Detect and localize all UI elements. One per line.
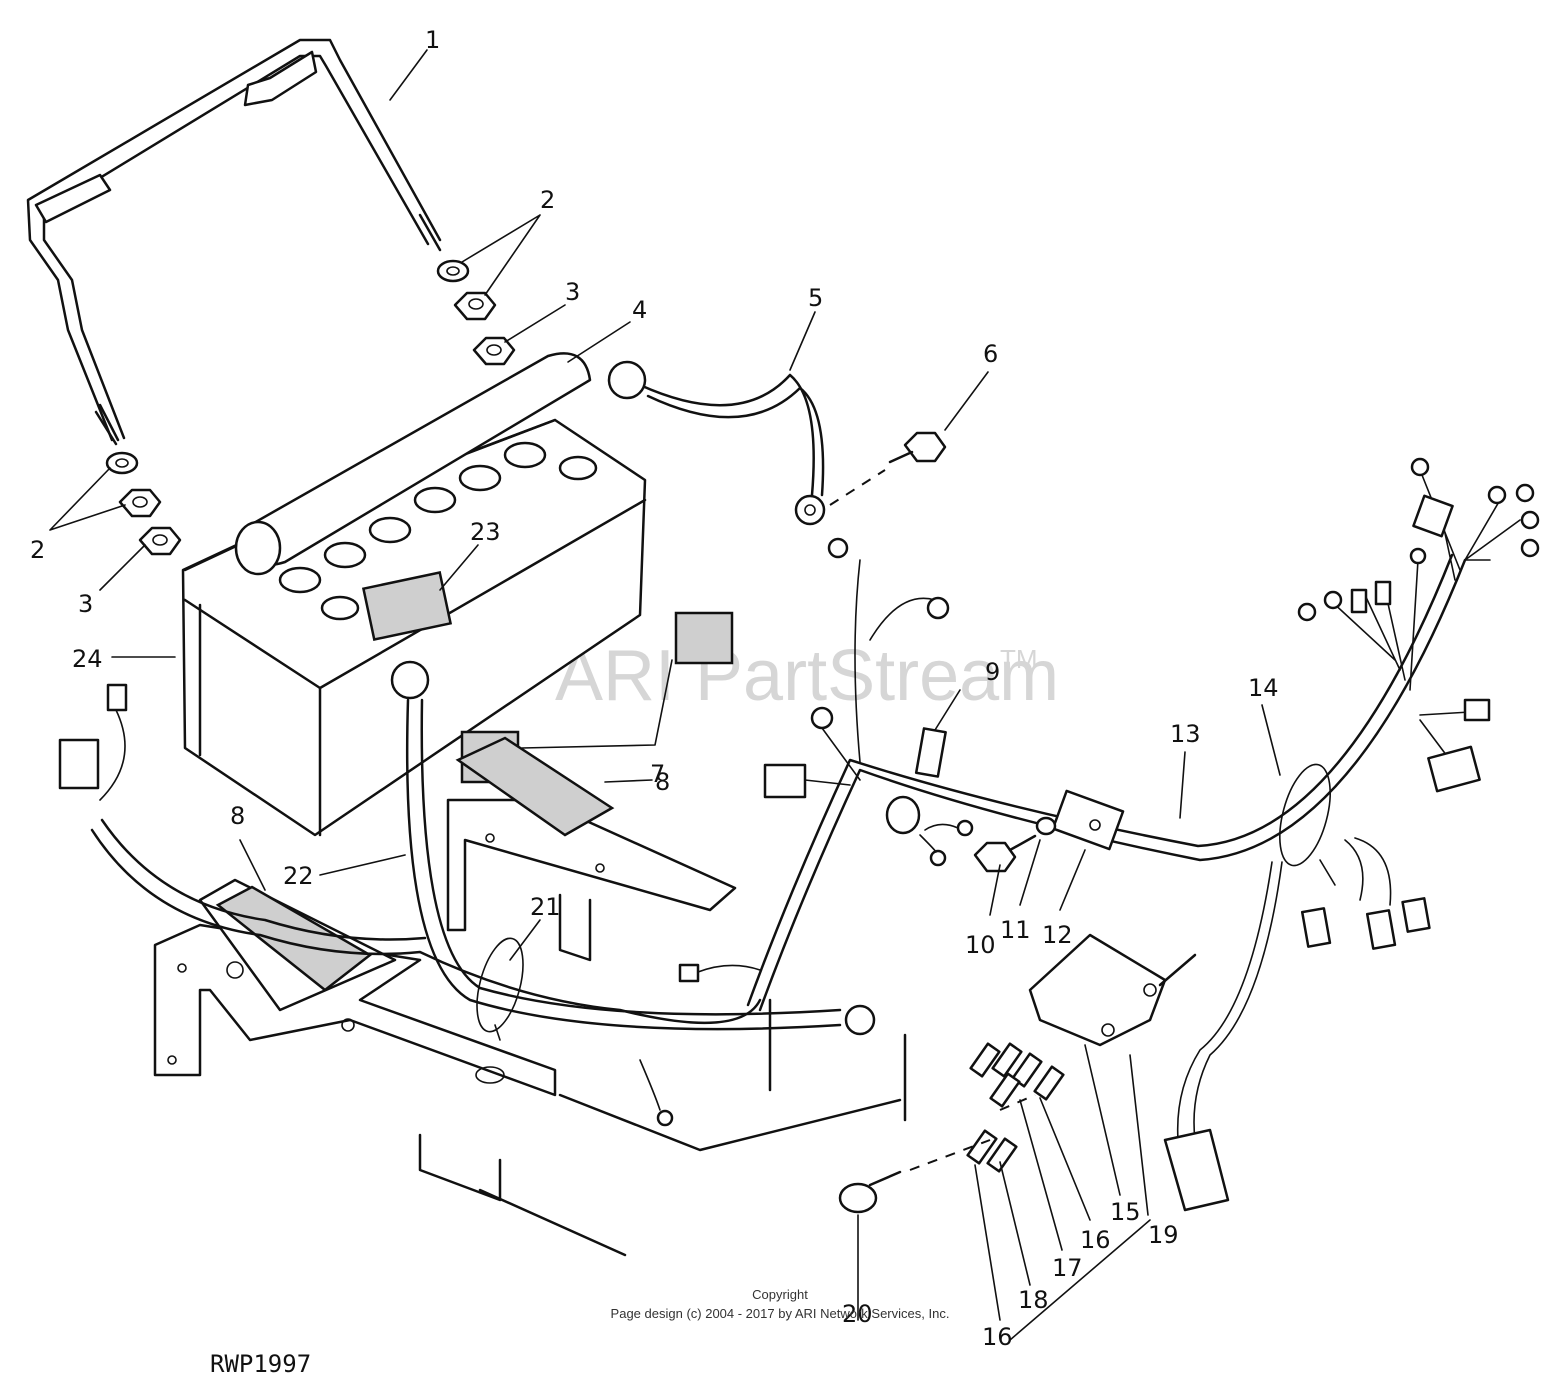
copyright-notice: Page design (c) 2004 - 2017 by ARI Netwo… <box>611 1306 950 1321</box>
callout-14: 14 <box>1248 674 1279 702</box>
callout-9: 9 <box>985 658 1000 686</box>
callout-3: 3 <box>565 278 580 306</box>
callout-12: 12 <box>1042 921 1073 949</box>
callout-19: 19 <box>1148 1221 1179 1249</box>
callout-1: 1 <box>425 26 440 54</box>
harness-left-connector <box>58 683 762 1025</box>
battery-cell-caps <box>278 441 598 621</box>
watermark-trademark: TM <box>1000 644 1038 674</box>
callout-18: 18 <box>1018 1286 1049 1314</box>
callout-4: 4 <box>632 296 647 324</box>
bolt-10 <box>973 816 1057 873</box>
battery-support-frame <box>153 736 907 1257</box>
callout-8-right: 8 <box>655 768 670 796</box>
callout-15: 15 <box>1110 1198 1141 1226</box>
bolt-6 <box>888 431 947 464</box>
callout-5: 5 <box>808 284 823 312</box>
callout-20: 20 <box>842 1300 873 1328</box>
callout-24: 24 <box>72 645 103 673</box>
battery-cable <box>607 360 826 526</box>
copyright-title: Copyright <box>752 1287 808 1302</box>
pad-7a <box>674 611 734 665</box>
fuse-block <box>1028 933 1197 1047</box>
callout-7: 7 <box>650 760 665 788</box>
callout-23: 23 <box>470 518 501 546</box>
callout-10: 10 <box>965 931 996 959</box>
drawing-code: RWP1997 <box>210 1350 311 1378</box>
callout-22: 22 <box>283 862 314 890</box>
main-wiring-harness <box>746 457 1540 1212</box>
callout-2: 2 <box>540 186 555 214</box>
callout-11: 11 <box>1000 916 1031 944</box>
hold-down-rod <box>26 38 442 446</box>
callout-2-left: 2 <box>30 536 45 564</box>
screw-20 <box>838 1170 902 1214</box>
callout-13: 13 <box>1170 720 1201 748</box>
leader-lines <box>49 49 1281 1341</box>
pad-23 <box>361 570 453 642</box>
pad-8b <box>455 736 615 837</box>
callout-21: 21 <box>530 893 561 921</box>
callout-8-left: 8 <box>230 802 245 830</box>
fuses <box>966 1042 1065 1173</box>
callout-3-left: 3 <box>78 590 93 618</box>
ground-cable <box>390 660 876 1036</box>
callout-16-upper: 16 <box>1080 1226 1111 1254</box>
cable-tie-21 <box>476 937 524 1033</box>
washer-nut-set <box>105 259 516 556</box>
watermark: ARI PartStream <box>555 636 1059 716</box>
callout-17: 17 <box>1052 1254 1083 1282</box>
callout-16-lower: 16 <box>982 1323 1013 1351</box>
callout-6: 6 <box>983 340 998 368</box>
callout-labels: 1 2 3 4 5 6 2 3 23 24 9 7 8 8 22 21 13 1… <box>30 26 1279 1351</box>
